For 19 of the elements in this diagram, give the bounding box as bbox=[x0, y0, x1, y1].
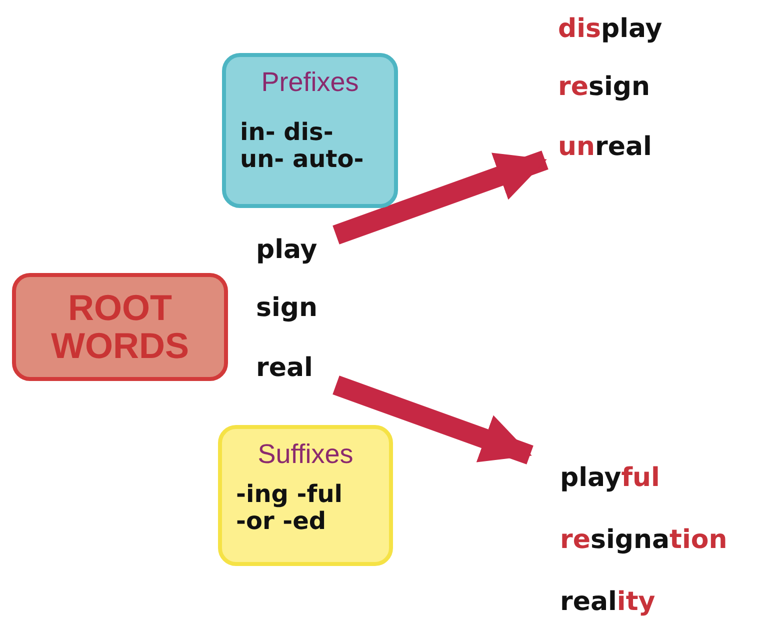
word: playful bbox=[560, 463, 660, 493]
root-words-box bbox=[12, 273, 228, 381]
prefixes-box bbox=[222, 53, 398, 208]
word: play bbox=[256, 235, 318, 265]
title-text: ROOT WORDS bbox=[50, 289, 190, 365]
arrow bbox=[332, 150, 548, 244]
word: display bbox=[558, 14, 662, 44]
arrow bbox=[332, 376, 534, 464]
heading: Prefixes bbox=[260, 67, 360, 98]
word: real bbox=[256, 353, 313, 383]
word: reality bbox=[560, 587, 656, 617]
suffixes-box bbox=[218, 425, 393, 566]
word: unreal bbox=[558, 132, 652, 162]
word: resign bbox=[558, 72, 650, 102]
word: sign bbox=[256, 293, 318, 323]
word: resignation bbox=[560, 525, 728, 555]
affix-list: in- dis- un- auto- bbox=[240, 119, 370, 173]
affix-list: -ing -ful -or -ed bbox=[236, 481, 348, 535]
heading: Suffixes bbox=[256, 439, 354, 470]
